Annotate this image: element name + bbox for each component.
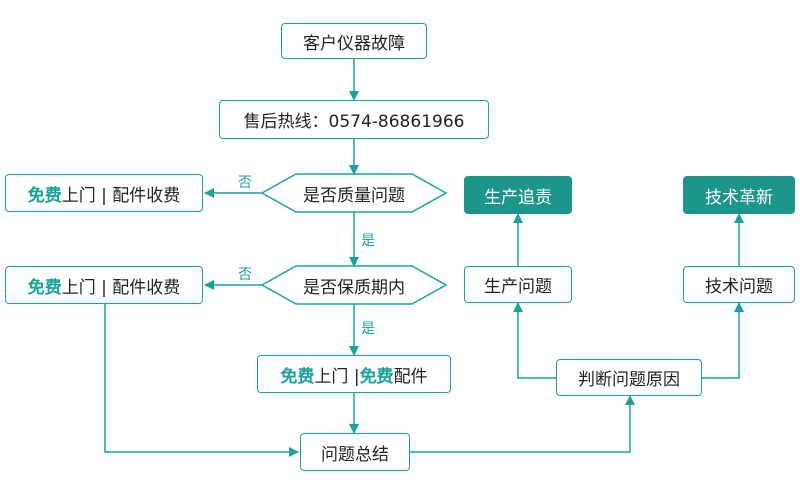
label-no-quality: 否 [238, 175, 252, 191]
node-fee-left-1: 免费上门 | 配件收费 [5, 174, 203, 212]
free-highlight: 免费 [27, 277, 62, 298]
visit-text: 上门 | [314, 366, 360, 387]
node-technical-issue: 技术问题 [683, 266, 795, 303]
node-technical-innovation: 技术革新 [683, 176, 795, 214]
arrow-analyze-to-prod [513, 302, 556, 379]
node-production-accountability: 生产追责 [464, 176, 572, 214]
node-free-service: 免费上门 | 免费配件 [257, 355, 451, 393]
label-no-warranty: 否 [238, 267, 252, 283]
free-highlight: 免费 [359, 366, 394, 387]
arrow-fee-to-summary [104, 304, 299, 457]
fee-text: 上门 | 配件收费 [61, 277, 181, 298]
decision-shape-quality [260, 173, 448, 213]
node-hotline: 售后热线：0574-86861966 [219, 100, 489, 139]
label-yes-quality: 是 [361, 233, 375, 249]
parts-text: 配件 [393, 366, 428, 387]
decision-shape-warranty [260, 265, 448, 305]
node-start: 客户仪器故障 [281, 23, 427, 59]
node-analyze-cause: 判断问题原因 [556, 359, 702, 396]
label-yes-warranty: 是 [361, 321, 375, 337]
free-highlight: 免费 [280, 366, 315, 387]
fee-text: 上门 | 配件收费 [61, 185, 181, 206]
node-fee-left-2: 免费上门 | 配件收费 [5, 266, 203, 304]
node-production-issue: 生产问题 [464, 266, 572, 303]
node-warranty-question: 是否保质期内 [303, 277, 405, 298]
node-summary: 问题总结 [300, 433, 410, 471]
free-highlight: 免费 [27, 185, 62, 206]
arrow-summary-to-analyze [410, 395, 635, 453]
arrow-analyze-to-tech [702, 302, 744, 379]
node-quality-question: 是否质量问题 [303, 185, 405, 206]
